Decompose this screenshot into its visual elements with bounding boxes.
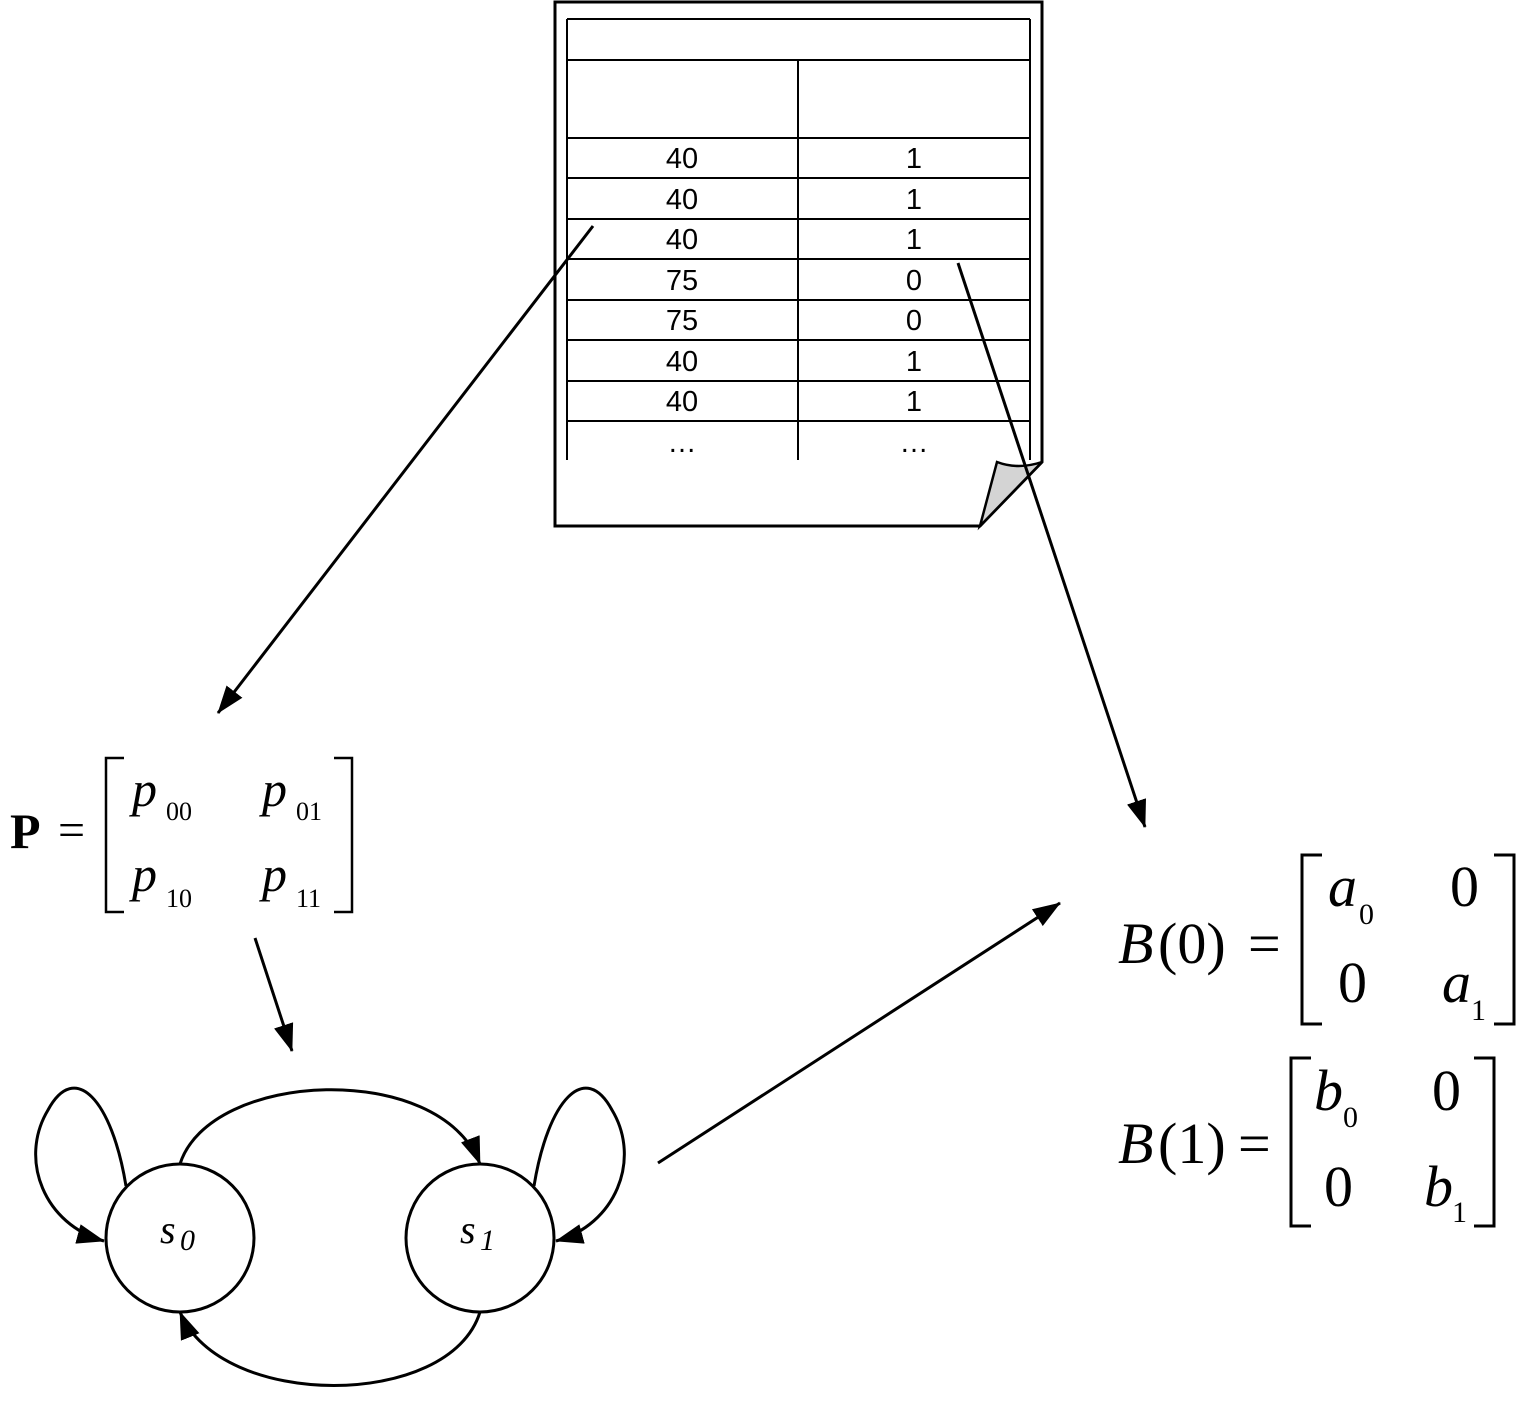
table-cell: 1 xyxy=(906,184,922,216)
matrix-b1-entry-base: b xyxy=(1424,1154,1453,1219)
matrix-b1-entry-sub: 0 xyxy=(1343,1101,1358,1134)
state-label-s0-sub: 0 xyxy=(180,1224,195,1257)
matrix-p-entry-base: p xyxy=(259,846,287,902)
markov-chain: s 0 s 1 xyxy=(34,1086,626,1387)
table-cell: 1 xyxy=(906,143,922,175)
arrow-table-to-b xyxy=(956,262,1147,828)
data-table xyxy=(566,18,1031,460)
matrix-p-right-bracket xyxy=(334,756,354,914)
state-label-s0: s xyxy=(160,1207,176,1252)
matrix-p-symbol: P xyxy=(10,803,41,859)
matrix-b0-equals: = xyxy=(1248,911,1281,976)
table-cell: 40 xyxy=(666,386,698,418)
matrix-b0-zero: 0 xyxy=(1450,854,1479,919)
matrix-b1-zero: 0 xyxy=(1324,1154,1353,1219)
matrix-p-entry-sub: 10 xyxy=(166,884,192,913)
matrix-b0-zero: 0 xyxy=(1338,950,1367,1015)
matrix-p: P = p 00 p 01 p 10 p 11 xyxy=(10,756,354,914)
table-cell: 40 xyxy=(666,346,698,378)
matrix-b1-equals: = xyxy=(1238,1111,1271,1176)
table-cell: 1 xyxy=(906,224,922,256)
table-ellipsis: … xyxy=(900,427,929,459)
matrix-b0-entry-sub: 1 xyxy=(1471,994,1486,1027)
data-document: 40 1 40 1 40 1 75 0 75 0 40 1 40 1 … … xyxy=(553,0,1044,531)
matrix-b1-left-bracket xyxy=(1289,1056,1311,1228)
table-cell: 0 xyxy=(906,265,922,297)
matrix-b0-left-bracket xyxy=(1300,853,1322,1026)
matrix-b1-entry-base: b xyxy=(1314,1058,1343,1123)
matrix-b1-right-bracket xyxy=(1474,1056,1496,1228)
matrix-b0-lhs: B xyxy=(1118,911,1153,976)
table-cell: 1 xyxy=(906,346,922,378)
arrow-table-to-p xyxy=(216,225,595,714)
matrix-p-entry-sub: 00 xyxy=(166,797,192,826)
table-cell: 40 xyxy=(666,143,698,175)
matrix-b0-entry-base: a xyxy=(1442,950,1471,1015)
transition-s1-to-s0 xyxy=(178,1311,482,1387)
arrow-p-to-chain xyxy=(253,937,294,1052)
matrix-b1: B (1) = b 0 0 0 b 1 xyxy=(1118,1056,1496,1229)
flow-arrows xyxy=(216,225,1147,1165)
document-fold xyxy=(977,460,1043,531)
matrix-b1-lhs: B xyxy=(1118,1111,1153,1176)
table-cell: 40 xyxy=(666,224,698,256)
matrix-b0: B (0) = a 0 0 0 a 1 xyxy=(1118,853,1516,1027)
self-loop-s0 xyxy=(34,1086,128,1244)
matrix-p-entry-sub: 11 xyxy=(296,884,321,913)
matrix-p-left-bracket xyxy=(104,756,124,914)
state-label-s1: s xyxy=(460,1207,476,1252)
table-cell: 75 xyxy=(666,305,698,337)
matrix-p-entry-base: p xyxy=(259,761,287,817)
table-cells: 40 1 40 1 40 1 75 0 75 0 40 1 40 1 … … xyxy=(666,143,929,459)
matrix-b0-entry-base: a xyxy=(1328,854,1357,919)
table-cell: 75 xyxy=(666,265,698,297)
table-ellipsis: … xyxy=(668,427,697,459)
matrix-b1-arg: (1) xyxy=(1158,1111,1226,1176)
matrix-b0-right-bracket xyxy=(1494,853,1516,1026)
table-cell: 40 xyxy=(666,184,698,216)
matrix-p-entry-base: p xyxy=(129,761,157,817)
matrix-p-entry-sub: 01 xyxy=(296,797,322,826)
table-cell: 1 xyxy=(906,386,922,418)
matrix-b1-zero: 0 xyxy=(1432,1058,1461,1123)
matrix-b0-arg: (0) xyxy=(1158,911,1226,976)
self-loop-s1 xyxy=(532,1086,626,1244)
matrix-p-equals: = xyxy=(58,804,85,857)
transition-s0-to-s1 xyxy=(178,1088,482,1165)
matrix-b1-entry-sub: 1 xyxy=(1452,1196,1467,1229)
matrix-p-entry-base: p xyxy=(129,846,157,902)
table-cell: 0 xyxy=(906,305,922,337)
arrow-chain-to-b xyxy=(657,901,1061,1165)
matrix-b0-entry-sub: 0 xyxy=(1359,898,1374,931)
state-label-s1-sub: 1 xyxy=(480,1224,495,1257)
